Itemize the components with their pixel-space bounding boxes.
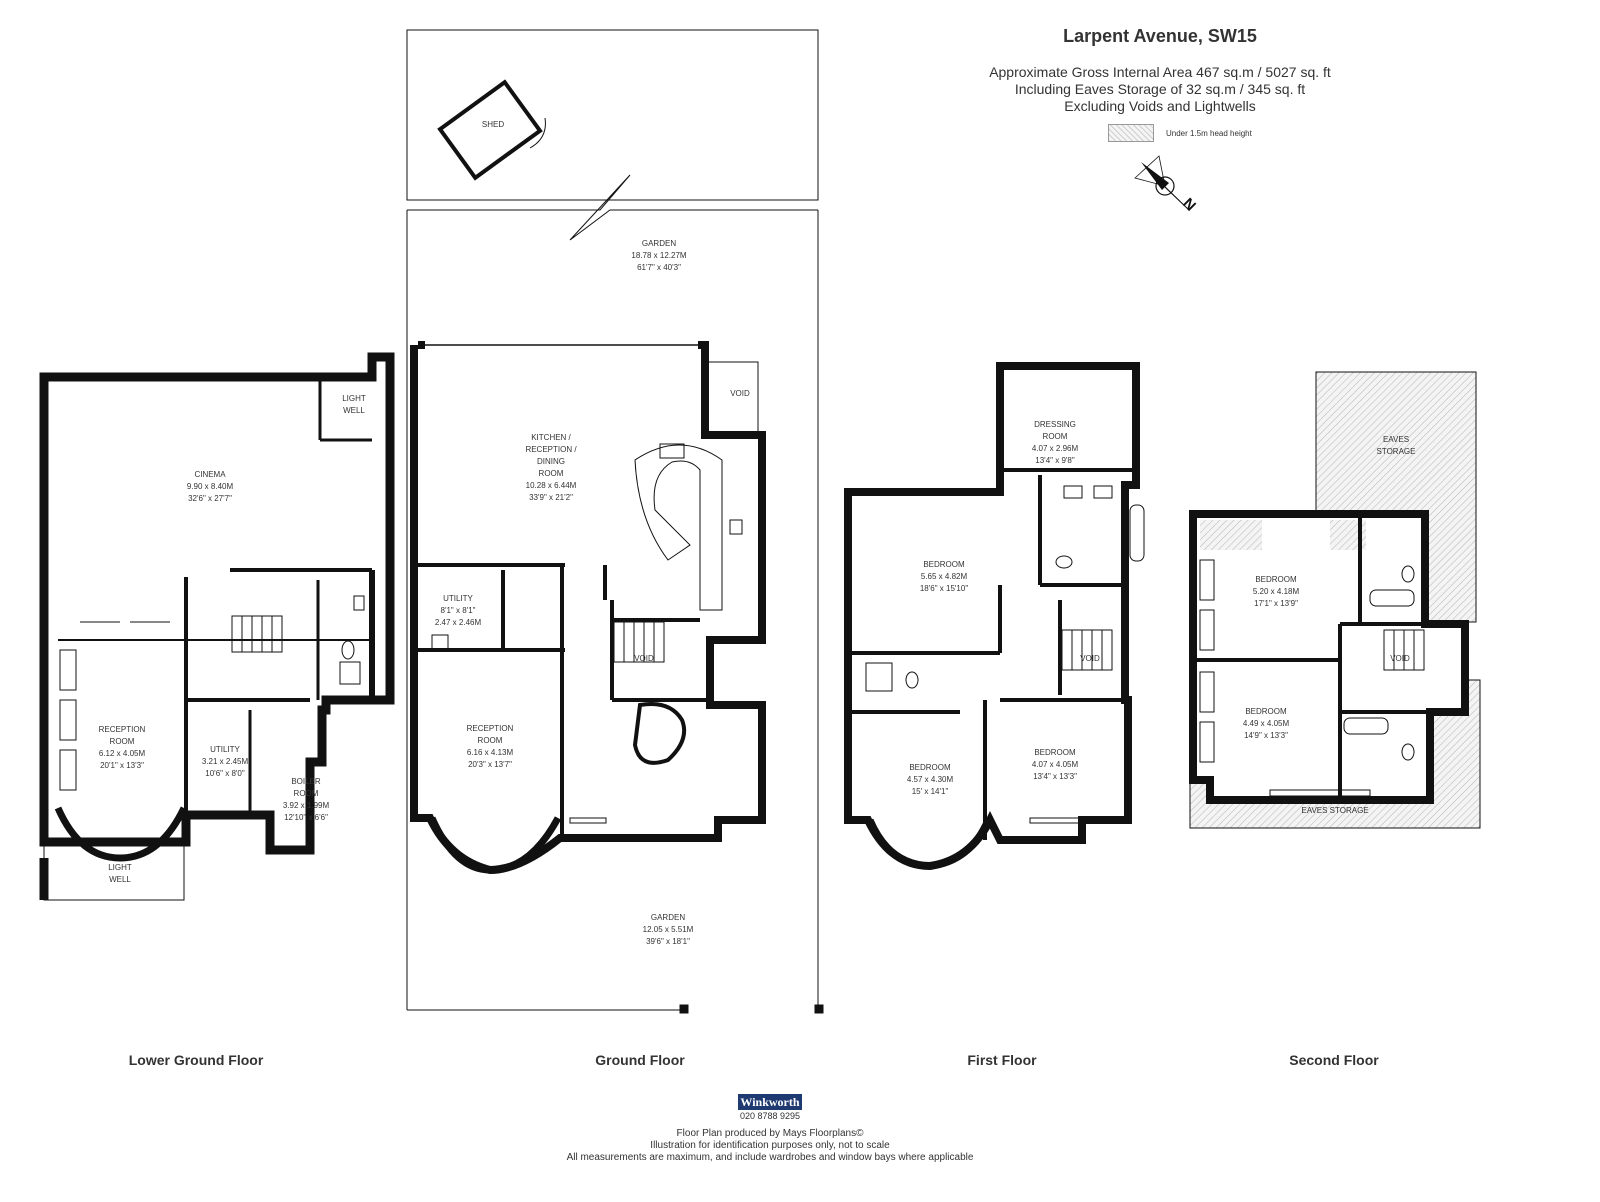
garden-front-imperial: 39'6" x 18'1"	[646, 937, 690, 946]
f-bed2-metric: 4.57 x 4.30M	[907, 775, 954, 784]
f-bed1-metric: 5.65 x 4.82M	[921, 572, 968, 581]
s-bed2-name: BEDROOM	[1245, 707, 1287, 716]
kitchen-name4: ROOM	[539, 469, 564, 478]
boiler-imperial: 12'10" x 6'6"	[284, 813, 328, 822]
f-bed3-metric: 4.07 x 4.05M	[1032, 760, 1079, 769]
footer-line-3: All measurements are maximum, and includ…	[566, 1152, 974, 1163]
footer-line-1: Floor Plan produced by Mays Floorplans©	[676, 1128, 864, 1139]
room-labels: SHED GARDEN 18.78 x 12.27M 61'7" x 40'3"…	[99, 120, 1416, 946]
light-well-bottom-line1: LIGHT	[108, 863, 132, 872]
light-well-top-line2: WELL	[343, 406, 365, 415]
dressing-imperial: 13'4" x 9'8"	[1035, 456, 1075, 465]
cinema-imperial: 32'6" x 27'7"	[188, 494, 232, 503]
dressing-metric: 4.07 x 2.96M	[1032, 444, 1079, 453]
area-line-1: Approximate Gross Internal Area 467 sq.m…	[989, 64, 1331, 80]
eaves-top-line2: STORAGE	[1377, 447, 1416, 456]
floor-label-lower-ground: Lower Ground Floor	[128, 1052, 264, 1068]
brand-phone: 020 8788 9295	[739, 1111, 801, 1121]
g-utility-metric: 2.47 x 2.46M	[435, 618, 482, 627]
boiler-name2: ROOM	[294, 789, 319, 798]
g-reception-name2: ROOM	[478, 736, 503, 745]
cinema-metric: 9.90 x 8.40M	[187, 482, 234, 491]
boiler-name1: BOILER	[291, 777, 321, 786]
s-bed2-metric: 4.49 x 4.05M	[1243, 719, 1290, 728]
garden-front-name: GARDEN	[651, 913, 685, 922]
lg-utility-metric: 3.21 x 2.45M	[202, 757, 249, 766]
g-reception-metric: 6.16 x 4.13M	[467, 748, 514, 757]
g-reception-name1: RECEPTION	[467, 724, 514, 733]
footer-credits: Floor Plan produced by Mays Floorplans© …	[480, 1128, 1060, 1164]
ground-void-top: VOID	[730, 389, 750, 398]
eaves-top-line1: EAVES	[1383, 435, 1409, 444]
kitchen-name2: RECEPTION /	[525, 445, 577, 454]
g-utility-imperial: 8'1" x 8'1"	[441, 606, 476, 615]
north-arrow-icon: N	[1134, 155, 1199, 215]
f-bed2-imperial: 15' x 14'1"	[912, 787, 949, 796]
first-void: VOID	[1080, 654, 1100, 663]
lg-reception-name2: ROOM	[110, 737, 135, 746]
ground-void-stairs: VOID	[634, 654, 654, 663]
lg-utility-name: UTILITY	[210, 745, 240, 754]
head-height-legend: Under 1.5m head height	[1108, 124, 1252, 142]
legend-label: Under 1.5m head height	[1166, 128, 1252, 138]
lower-ground-floor-plan	[39, 352, 395, 901]
floor-label-first: First Floor	[967, 1052, 1037, 1068]
lg-reception-imperial: 20'1" x 13'3"	[100, 761, 144, 770]
cinema-name: CINEMA	[194, 470, 226, 479]
s-bed1-imperial: 17'1" x 13'9"	[1254, 599, 1298, 608]
kitchen-imperial: 33'9" x 21'2"	[529, 493, 573, 502]
area-line-3: Excluding Voids and Lightwells	[1064, 98, 1256, 114]
ground-floor-plan	[406, 29, 824, 1014]
light-well-top-line1: LIGHT	[342, 394, 366, 403]
s-bed2-imperial: 14'9" x 13'3"	[1244, 731, 1288, 740]
footer-line-2: Illustration for identification purposes…	[650, 1140, 890, 1151]
lg-utility-imperial: 10'6" x 8'0"	[205, 769, 245, 778]
kitchen-name3: DINING	[537, 457, 565, 466]
kitchen-name1: KITCHEN /	[531, 433, 571, 442]
brand-logo: Winkworth	[738, 1094, 802, 1110]
f-bed2-name: BEDROOM	[909, 763, 951, 772]
shed-label: SHED	[482, 120, 504, 129]
floor-label-ground: Ground Floor	[595, 1052, 685, 1068]
garden-front-metric: 12.05 x 5.51M	[643, 925, 694, 934]
dressing-name2: ROOM	[1043, 432, 1068, 441]
f-bed3-imperial: 13'4" x 13'3"	[1033, 772, 1077, 781]
garden-rear-name: GARDEN	[642, 239, 676, 248]
g-reception-imperial: 20'3" x 13'7"	[468, 760, 512, 769]
floor-label-second: Second Floor	[1289, 1052, 1379, 1068]
s-bed1-name: BEDROOM	[1255, 575, 1297, 584]
lg-reception-name1: RECEPTION	[99, 725, 146, 734]
f-bed1-name: BEDROOM	[923, 560, 965, 569]
hatch-swatch	[1108, 124, 1154, 142]
second-floor-plan	[1189, 371, 1481, 829]
second-void: VOID	[1390, 654, 1410, 663]
s-bed1-metric: 5.20 x 4.18M	[1253, 587, 1300, 596]
g-utility-name: UTILITY	[443, 594, 473, 603]
area-summary: Approximate Gross Internal Area 467 sq.m…	[880, 64, 1440, 115]
boiler-metric: 3.92 x 1.99M	[283, 801, 330, 810]
light-well-bottom-line2: WELL	[109, 875, 131, 884]
f-bed1-imperial: 18'6" x 15'10"	[920, 584, 968, 593]
lg-reception-metric: 6.12 x 4.05M	[99, 749, 146, 758]
compass-north-label: N	[1179, 195, 1199, 215]
dressing-name1: DRESSING	[1034, 420, 1076, 429]
area-line-2: Including Eaves Storage of 32 sq.m / 345…	[1014, 81, 1306, 97]
garden-rear-imperial: 61'7" x 40'3"	[637, 263, 681, 272]
f-bed3-name: BEDROOM	[1034, 748, 1076, 757]
property-title: Larpent Avenue, SW15	[1063, 26, 1257, 46]
eaves-bottom-label: EAVES STORAGE	[1301, 806, 1368, 815]
garden-rear-metric: 18.78 x 12.27M	[631, 251, 686, 260]
first-floor-plan	[844, 362, 1145, 871]
kitchen-metric: 10.28 x 6.44M	[526, 481, 577, 490]
